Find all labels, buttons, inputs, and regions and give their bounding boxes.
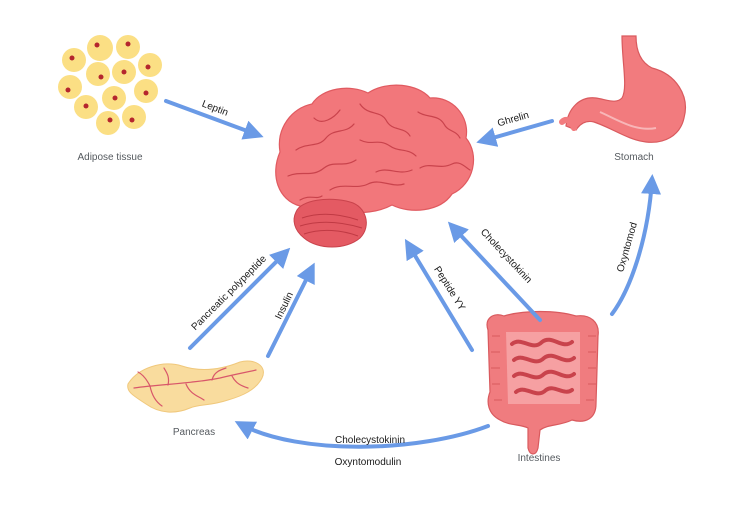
oxyntomod-arrow <box>610 174 662 316</box>
ghrelin-arrow <box>476 119 554 147</box>
adipose-tissue-illustration <box>58 35 162 135</box>
pancreatic-polypeptide-arrow <box>188 247 291 350</box>
cholecystokinin-brain-label: Cholecystokinin <box>478 227 534 286</box>
leptin-arrow <box>164 99 264 140</box>
stomach-illustration <box>559 35 686 143</box>
oxyntomodulin-label: Oxyntomodulin <box>335 457 402 468</box>
peptide-yy-arrow <box>404 238 474 352</box>
insulin-arrow <box>266 262 315 358</box>
intestines-label: Intestines <box>518 453 561 464</box>
pancreatic-polypeptide-label: Pancreatic polypeptide <box>190 253 270 333</box>
pancreas-label: Pancreas <box>173 427 215 438</box>
ghrelin-label: Ghrelin <box>496 110 530 129</box>
pancreas-illustration <box>127 360 264 413</box>
cholecystokinin-brain-arrow <box>447 221 542 322</box>
intestines-to-pancreas-arrow <box>234 421 490 449</box>
brain-illustration <box>275 84 475 248</box>
intestines-illustration <box>486 310 599 455</box>
adipose-tissue-label: Adipose tissue <box>77 152 142 163</box>
stomach-label: Stomach <box>614 152 653 163</box>
cholecystokinin-pancreas-label: Cholecystokinin <box>335 435 405 446</box>
